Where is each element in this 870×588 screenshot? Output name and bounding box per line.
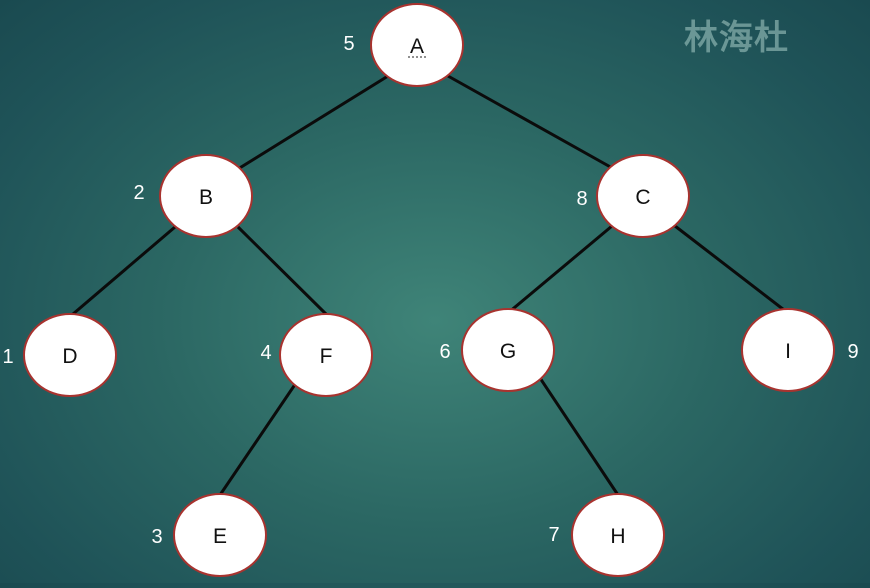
node-b-order: 2 (133, 182, 144, 204)
node-g-label: G (500, 340, 516, 363)
edge-B-D (65, 225, 176, 322)
node-f-label: F (320, 345, 333, 368)
node-b-circle (159, 154, 253, 238)
node-g-circle (461, 308, 555, 392)
tree-node-f[interactable]: F 4 (260, 313, 373, 397)
node-d-circle (23, 313, 117, 397)
node-c-circle (596, 154, 690, 238)
tree-node-d[interactable]: D 1 (2, 313, 117, 397)
tree-node-i[interactable]: I 9 (741, 308, 859, 392)
node-d-label: D (62, 345, 77, 368)
tree-node-e[interactable]: E 3 (151, 493, 267, 577)
tree-node-g[interactable]: G 6 (439, 308, 555, 392)
node-e-order: 3 (151, 526, 162, 548)
node-e-label: E (213, 525, 227, 548)
edge-B-F (236, 225, 330, 318)
node-g-order: 6 (439, 341, 450, 363)
node-f-order: 4 (260, 342, 271, 364)
node-e-circle (173, 493, 267, 577)
node-b-label: B (199, 186, 213, 209)
node-d-order: 1 (2, 346, 13, 368)
edge-A-C (447, 74, 615, 171)
tree-node-a[interactable]: A 5 (343, 3, 464, 87)
node-c-order: 8 (576, 188, 587, 210)
node-a-label: A (410, 35, 424, 58)
edge-F-E (218, 382, 298, 496)
node-h-order: 7 (548, 524, 559, 546)
node-i-circle (741, 308, 835, 392)
tree-node-h[interactable]: H 7 (548, 493, 665, 577)
edge-C-I (674, 224, 789, 315)
nodes-layer: A 5 B 2 C 8 D 1 (2, 3, 859, 577)
edge-G-H (538, 377, 620, 496)
node-i-order: 9 (847, 341, 858, 363)
edge-C-G (507, 224, 613, 315)
watermark: 林海杜 (684, 18, 789, 58)
tree-node-b[interactable]: B 2 (133, 154, 253, 238)
node-h-label: H (610, 525, 625, 548)
tree-node-c[interactable]: C 8 (576, 154, 690, 238)
node-a-circle (370, 3, 464, 87)
edges-layer (65, 74, 789, 496)
node-f-circle (279, 313, 373, 397)
edge-A-B (237, 74, 389, 171)
node-h-circle (571, 493, 665, 577)
node-a-order: 5 (343, 33, 354, 55)
node-c-label: C (635, 186, 650, 209)
node-i-label: I (785, 340, 791, 363)
